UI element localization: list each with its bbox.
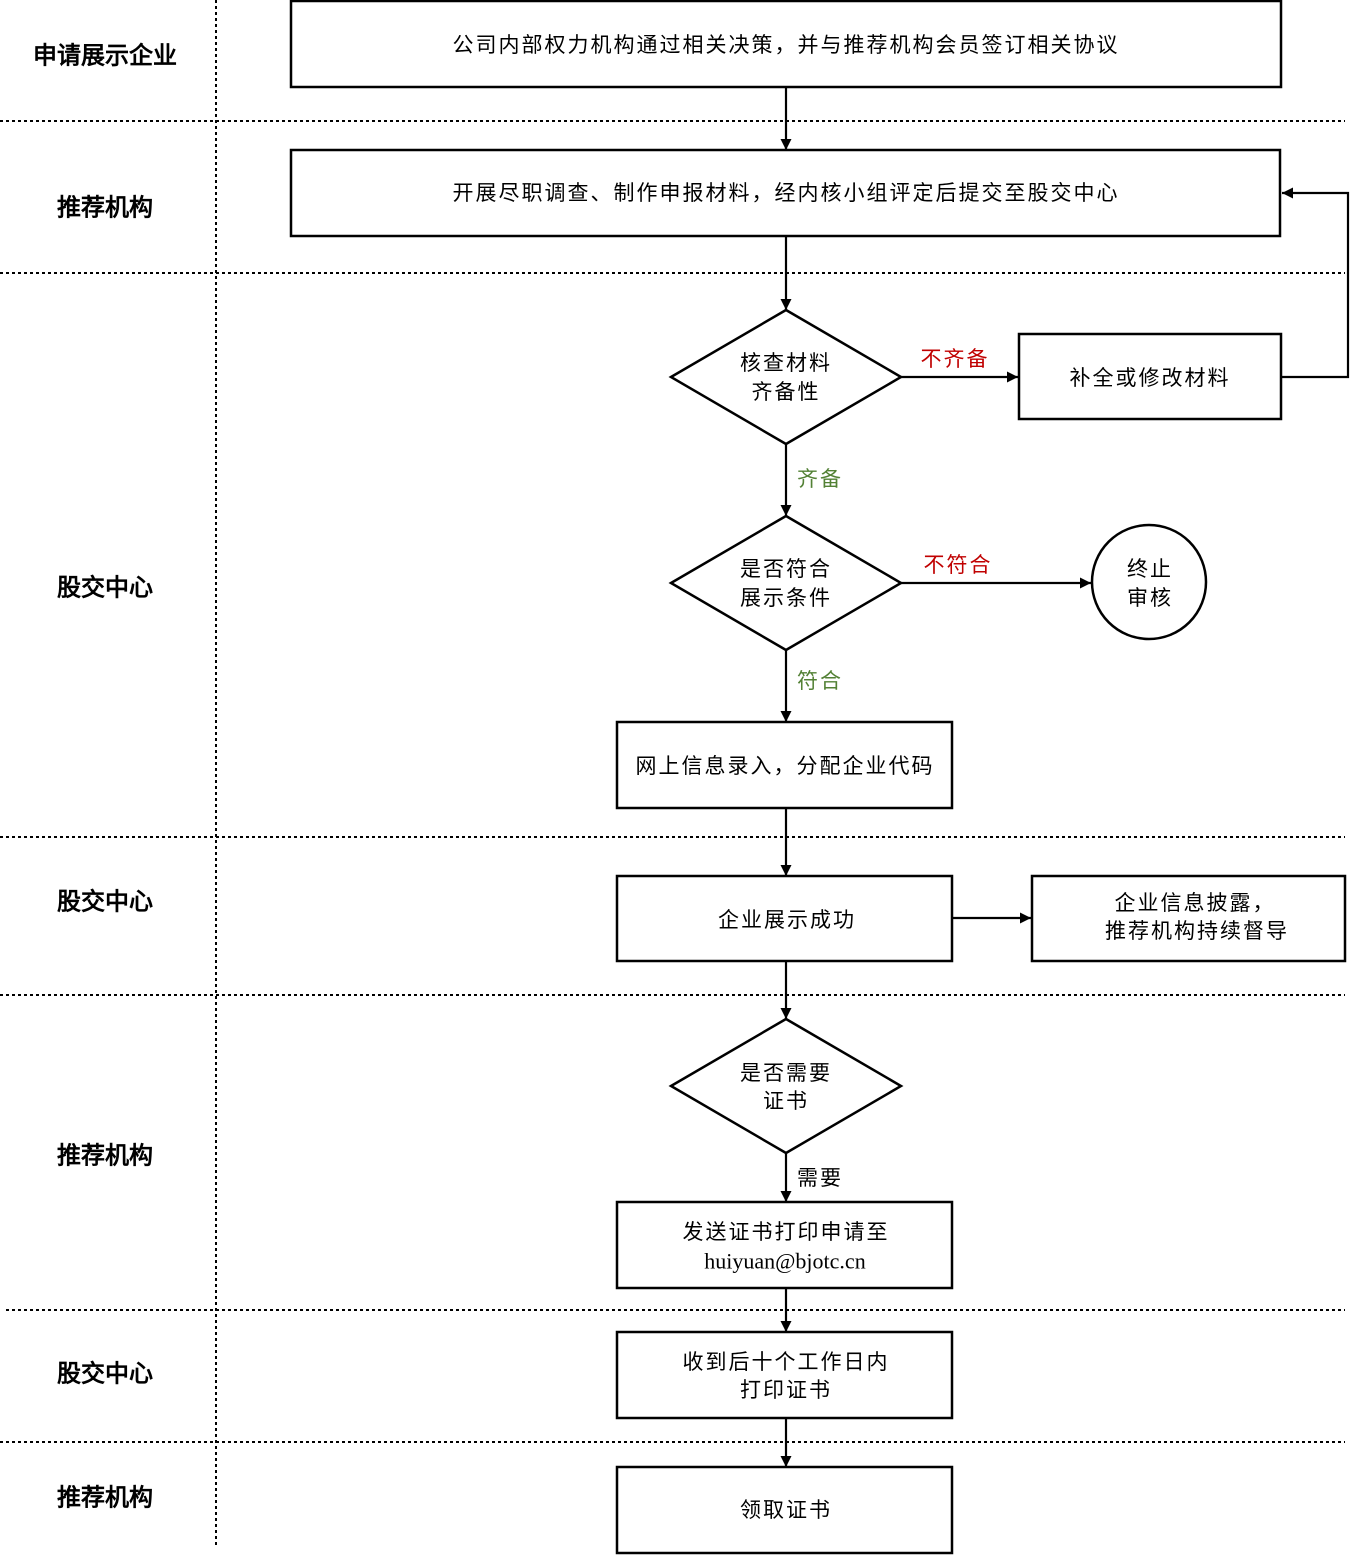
node-text: 企业展示成功	[718, 908, 856, 932]
edges	[780, 87, 1350, 1467]
terminal-circle	[1090, 523, 1208, 641]
node-check-conditions: 是否符合 展示条件	[668, 514, 904, 652]
node-text: 开展尽职调查、制作申报材料，经内核小组评定后提交至股交中心	[453, 181, 1120, 205]
lane-labels: 申请展示企业 推荐机构 股交中心 股交中心 推荐机构 股交中心 推荐机构	[33, 41, 177, 1512]
node-text: 展示条件	[740, 586, 832, 610]
node-supplement-materials: 补全或修改材料	[1017, 332, 1283, 421]
node-text: 证书	[763, 1089, 809, 1113]
node-text: 是否需要	[740, 1061, 832, 1085]
node-print-certificate: 收到后十个工作日内 打印证书	[615, 1330, 954, 1420]
process-box	[615, 720, 954, 810]
process-box	[615, 1330, 954, 1420]
edge-label-complete: 齐备	[797, 467, 843, 491]
node-text: 发送证书打印申请至	[683, 1220, 890, 1244]
lane-label-applicant: 申请展示企业	[33, 41, 177, 70]
node-text: 补全或修改材料	[1070, 366, 1231, 390]
node-terminate-review: 终止 审核	[1090, 523, 1208, 641]
lane-label-exchange-center: 股交中心	[57, 1359, 153, 1388]
lane-label-recommender: 推荐机构	[57, 193, 153, 222]
edge-label-not-compliant: 不符合	[924, 553, 993, 577]
node-need-certificate: 是否需要 证书	[668, 1017, 904, 1155]
node-text: 领取证书	[740, 1498, 832, 1522]
edge-label-incomplete: 不齐备	[921, 347, 990, 371]
node-online-entry: 网上信息录入，分配企业代码	[615, 720, 954, 810]
node-text: 齐备性	[752, 380, 821, 404]
lane-label-exchange-center: 股交中心	[57, 573, 153, 602]
lane-label-recommender: 推荐机构	[57, 1483, 153, 1512]
decision-diamond	[668, 308, 904, 446]
node-check-completeness: 核查材料 齐备性	[668, 308, 904, 446]
node-text: 企业信息披露，	[1115, 891, 1276, 915]
node-display-success: 企业展示成功	[615, 874, 954, 963]
node-text: 推荐机构持续督导	[1105, 919, 1289, 943]
node-text: 核查材料	[740, 351, 832, 375]
process-box	[289, 0, 1283, 89]
node-send-request: 发送证书打印申请至 huiyuan@bjotc.cn	[615, 1200, 954, 1290]
edge-label-compliant: 符合	[797, 669, 843, 693]
node-text: 收到后十个工作日内	[683, 1350, 890, 1374]
process-box	[615, 874, 954, 963]
node-text: 是否符合	[740, 557, 832, 581]
process-box	[1030, 874, 1347, 963]
node-text: 公司内部权力机构通过相关决策，并与推荐机构会员签订相关协议	[453, 33, 1120, 57]
edge-label-needed: 需要	[797, 1166, 843, 1190]
arrow-supplement-loop-back	[1281, 187, 1350, 379]
node-collect-certificate: 领取证书	[615, 1465, 954, 1555]
node-company-decision: 公司内部权力机构通过相关决策，并与推荐机构会员签订相关协议	[289, 0, 1283, 89]
node-prepare-materials: 开展尽职调查、制作申报材料，经内核小组评定后提交至股交中心	[289, 148, 1282, 238]
process-box	[1017, 332, 1283, 421]
process-box	[615, 1465, 954, 1555]
lane-label-exchange-center: 股交中心	[57, 887, 153, 916]
node-disclosure: 企业信息披露， 推荐机构持续督导	[1030, 874, 1347, 963]
node-text: 打印证书	[740, 1378, 832, 1402]
node-text: 审核	[1127, 586, 1173, 610]
node-text: 网上信息录入，分配企业代码	[636, 754, 935, 778]
email-address: huiyuan@bjotc.cn	[704, 1249, 865, 1274]
decision-diamond	[668, 1017, 904, 1155]
node-text: 终止	[1127, 557, 1173, 581]
decision-diamond	[668, 514, 904, 652]
process-box	[615, 1200, 954, 1290]
edge-labels: 不齐备 齐备 不符合 符合 需要	[797, 347, 993, 1190]
process-box	[289, 148, 1282, 238]
lane-label-recommender: 推荐机构	[57, 1141, 153, 1170]
